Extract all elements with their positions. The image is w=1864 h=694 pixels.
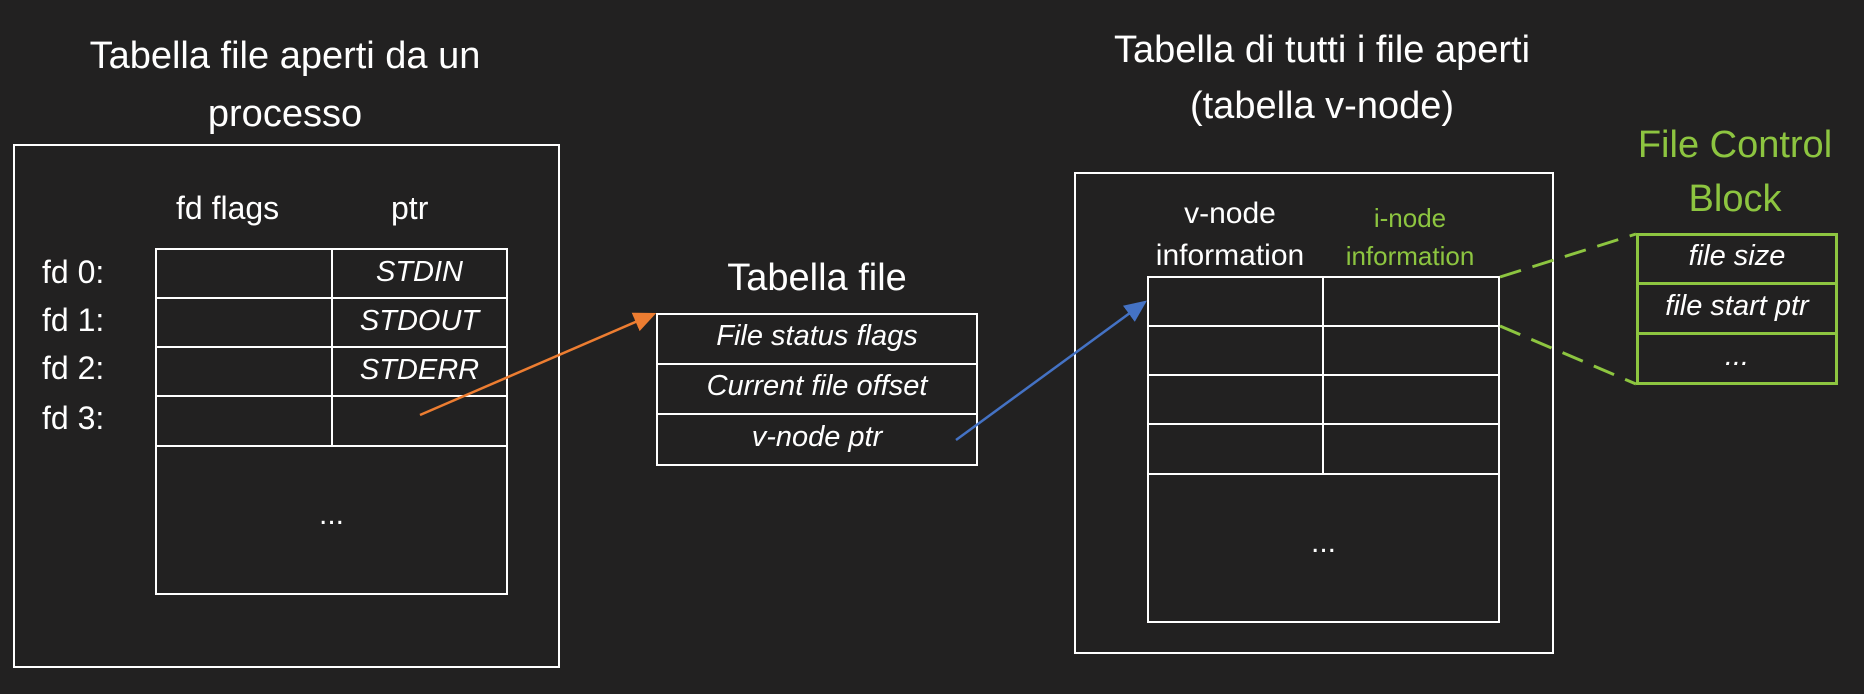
fd-label-0: fd 0: — [42, 254, 105, 290]
fd-label-2: fd 2: — [42, 350, 105, 386]
col-header-vnode: v-node information — [1140, 193, 1320, 277]
fd-table-ellipsis: ... — [318, 498, 344, 531]
col-header-ptr: ptr — [391, 190, 429, 226]
file-status-flags-label: File status flags — [716, 320, 918, 352]
col-header-inode: i-node information — [1320, 199, 1500, 275]
fcb-file-size-label: file size — [1688, 240, 1786, 272]
col-header-fd-flags: fd flags — [176, 190, 280, 226]
fcb-ellipsis-label: ... — [1724, 340, 1750, 372]
fcb-title: File Control Block — [1610, 118, 1860, 226]
vnode-table-frame — [1074, 172, 1554, 654]
ptr-value-stdin: STDIN — [376, 256, 463, 288]
fcb-row-ellipsis — [1636, 332, 1838, 385]
fd-label-1: fd 1: — [42, 302, 105, 338]
process-table-frame — [13, 144, 560, 668]
vnode-table-title-line2: (tabella v-node) — [1189, 85, 1455, 127]
col-header-inode-line1: i-node — [1373, 203, 1447, 233]
fd3-to-file-table-arrow — [419, 312, 657, 417]
inode-to-fcb-bottom-dashed-line — [1499, 324, 1637, 386]
vnode-table-rest — [1147, 473, 1500, 623]
vnode-table-ellipsis: ... — [1310, 526, 1336, 559]
vnode-ptr-label: v-node ptr — [751, 421, 883, 453]
fcb-title-line1: File Control — [1637, 124, 1833, 166]
fcb-title-line2: Block — [1688, 178, 1782, 220]
fd-table-rest — [155, 445, 508, 595]
file-table-row-vnode-ptr — [656, 413, 978, 466]
process-table-title-line1: Tabella file aperti da un — [89, 35, 481, 77]
process-table-title-line2: processo — [207, 93, 363, 135]
current-file-offset-label: Current file offset — [706, 370, 928, 402]
col-header-inode-line2: information — [1345, 241, 1475, 271]
vnode-ptr-to-vnode-table-arrow — [955, 300, 1148, 442]
file-table-title: Tabella file — [727, 257, 907, 299]
ptr-value-stdout: STDOUT — [359, 305, 480, 337]
col-header-vnode-line1: v-node — [1184, 197, 1276, 230]
vnode-table-title-line1: Tabella di tutti i file aperti — [1113, 29, 1531, 71]
fd-label-3: fd 3: — [42, 400, 105, 436]
inode-to-fcb-top-dashed-line — [1499, 232, 1637, 279]
fcb-file-start-ptr-label: file start ptr — [1665, 290, 1809, 322]
ptr-value-stderr: STDERR — [359, 354, 480, 386]
col-header-vnode-line2: information — [1155, 239, 1305, 272]
